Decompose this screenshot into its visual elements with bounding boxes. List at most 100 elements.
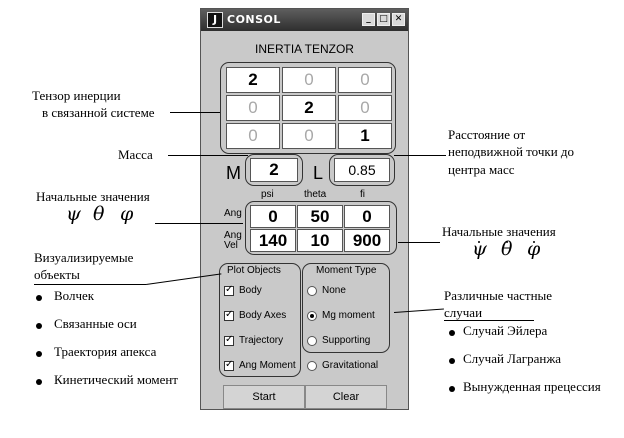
ang-input-fi[interactable]: 0: [344, 205, 390, 228]
checkbox-body[interactable]: [224, 284, 234, 296]
angvel-input-theta[interactable]: 10: [297, 229, 343, 252]
angvel-label-1: Ang: [224, 230, 242, 241]
inertia-tenzor-header: INERTIA TENZOR: [255, 42, 354, 56]
distance-annotation-2: неподвижной точки до: [448, 144, 575, 159]
bullet-icon: [36, 323, 42, 329]
plot-objects-title: Plot Objects: [225, 265, 283, 276]
visual-annotation-1: Визуализируемые: [34, 250, 134, 265]
tensor-annotation-1: Тензор инерции: [32, 88, 121, 103]
length-group: [329, 154, 395, 186]
checkbox-label: Trajectory: [239, 335, 284, 346]
mass-label: M: [226, 163, 241, 183]
checkbox-body-axes[interactable]: [224, 309, 234, 321]
tensor-cell-3-3[interactable]: 1: [338, 123, 392, 149]
length-label: L: [313, 163, 324, 183]
visual-list-item: Кинетический момент: [54, 372, 178, 387]
close-icon[interactable]: ✕: [392, 13, 405, 26]
mass-annotation: Масса: [118, 147, 153, 162]
bullet-icon: [36, 295, 42, 301]
tensor-cell-1-1[interactable]: 2: [226, 67, 280, 93]
bullet-icon: [449, 330, 455, 336]
tensor-cell-1-2[interactable]: 0: [282, 67, 336, 93]
minimize-icon[interactable]: _: [362, 13, 375, 26]
case-list-item: Случай Эйлера: [463, 323, 548, 338]
initial-left-pointer-line: [155, 223, 243, 224]
checkbox-trajectory[interactable]: [224, 334, 234, 346]
tensor-pointer-line: [170, 112, 220, 113]
cases-annotation-1: Различные частные: [444, 288, 553, 303]
visual-underline: [34, 284, 146, 285]
ang-input-psi[interactable]: 0: [250, 205, 296, 228]
phi-symbol: φ: [120, 203, 134, 225]
ang-label: Ang: [224, 208, 242, 219]
psi-dot: [478, 241, 480, 243]
phi-dot-symbol: φ: [527, 238, 541, 260]
clear-button[interactable]: Clear: [305, 385, 387, 409]
tensor-cell-2-2[interactable]: 2: [282, 95, 336, 121]
tensor-cell-1-3[interactable]: 0: [338, 67, 392, 93]
visual-annotation-2: объекты: [34, 267, 80, 282]
case-list-item: Вынужденная прецессия: [463, 379, 601, 394]
checkbox-ang-moment[interactable]: [224, 359, 234, 371]
radio-none[interactable]: [307, 286, 317, 296]
tensor-cell-2-3[interactable]: 0: [338, 95, 392, 121]
mass-pointer-line: [168, 155, 248, 156]
case-list-item: Случай Лагранжа: [463, 351, 562, 366]
tensor-cell-2-1[interactable]: 0: [226, 95, 280, 121]
checkbox-label: Body: [239, 285, 262, 296]
phi-dot: [533, 241, 535, 243]
radio-label: None: [322, 285, 346, 296]
radio-supporting[interactable]: [307, 336, 317, 346]
theta-dot-symbol: θ: [501, 238, 513, 260]
length-input[interactable]: 0.85: [334, 158, 390, 182]
radio-mg-moment[interactable]: [307, 311, 317, 321]
theta-dot: [506, 241, 508, 243]
theta-header: theta: [304, 189, 327, 200]
fi-header: fi: [360, 189, 365, 200]
matlab-icon: J: [207, 12, 223, 28]
visual-list-item: Траектория апекса: [54, 344, 157, 359]
plot-objects-group: [219, 263, 301, 377]
angvel-input-psi[interactable]: 140: [250, 229, 296, 252]
radio-label: Mg moment: [322, 310, 375, 321]
distance-pointer-line: [394, 155, 446, 156]
tensor-annotation-2: в связанной системе: [42, 105, 155, 120]
radio-label: Gravitational: [322, 360, 379, 371]
initial-right-pointer-line: [398, 242, 440, 243]
initial-values-right: Начальные значения: [442, 224, 556, 239]
cases-annotation-2: случаи: [444, 305, 483, 320]
cases-underline: [444, 320, 534, 321]
tensor-group: [220, 62, 396, 154]
mass-group: [245, 154, 303, 186]
moment-type-group: [302, 263, 390, 353]
angles-group: [245, 201, 397, 255]
bullet-icon: [36, 379, 42, 385]
checkbox-label: Ang Moment: [239, 360, 296, 371]
tensor-cell-3-1[interactable]: 0: [226, 123, 280, 149]
mass-input[interactable]: 2: [250, 158, 298, 182]
distance-annotation-3: центра масс: [448, 162, 515, 177]
psi-dot-symbol: ψ: [472, 238, 487, 260]
maximize-icon[interactable]: □: [377, 13, 390, 26]
bullet-icon: [449, 386, 455, 392]
radio-gravitational[interactable]: [307, 361, 317, 371]
angvel-input-fi[interactable]: 900: [344, 229, 390, 252]
checkbox-label: Body Axes: [239, 310, 287, 321]
title-bar[interactable]: J CONSOL _ □ ✕: [201, 9, 408, 31]
window-title: CONSOL: [227, 13, 281, 26]
psi-symbol: ψ: [66, 203, 81, 225]
start-button[interactable]: Start: [223, 385, 305, 409]
visual-list-item: Волчек: [54, 288, 95, 303]
radio-label: Supporting: [322, 335, 371, 346]
ang-input-theta[interactable]: 50: [297, 205, 343, 228]
distance-annotation-1: Расстояние от: [448, 127, 526, 142]
bullet-icon: [36, 351, 42, 357]
visual-list-item: Связанные оси: [54, 316, 137, 331]
tensor-cell-3-2[interactable]: 0: [282, 123, 336, 149]
moment-type-title: Moment Type: [314, 265, 379, 276]
bullet-icon: [449, 358, 455, 364]
initial-values-left: Начальные значения: [36, 189, 150, 204]
consol-window: J CONSOL _ □ ✕ INERTIA TENZOR M 2 L 0.85…: [200, 8, 409, 410]
angvel-label-2: Vel: [224, 240, 238, 251]
theta-symbol: θ: [93, 203, 105, 225]
